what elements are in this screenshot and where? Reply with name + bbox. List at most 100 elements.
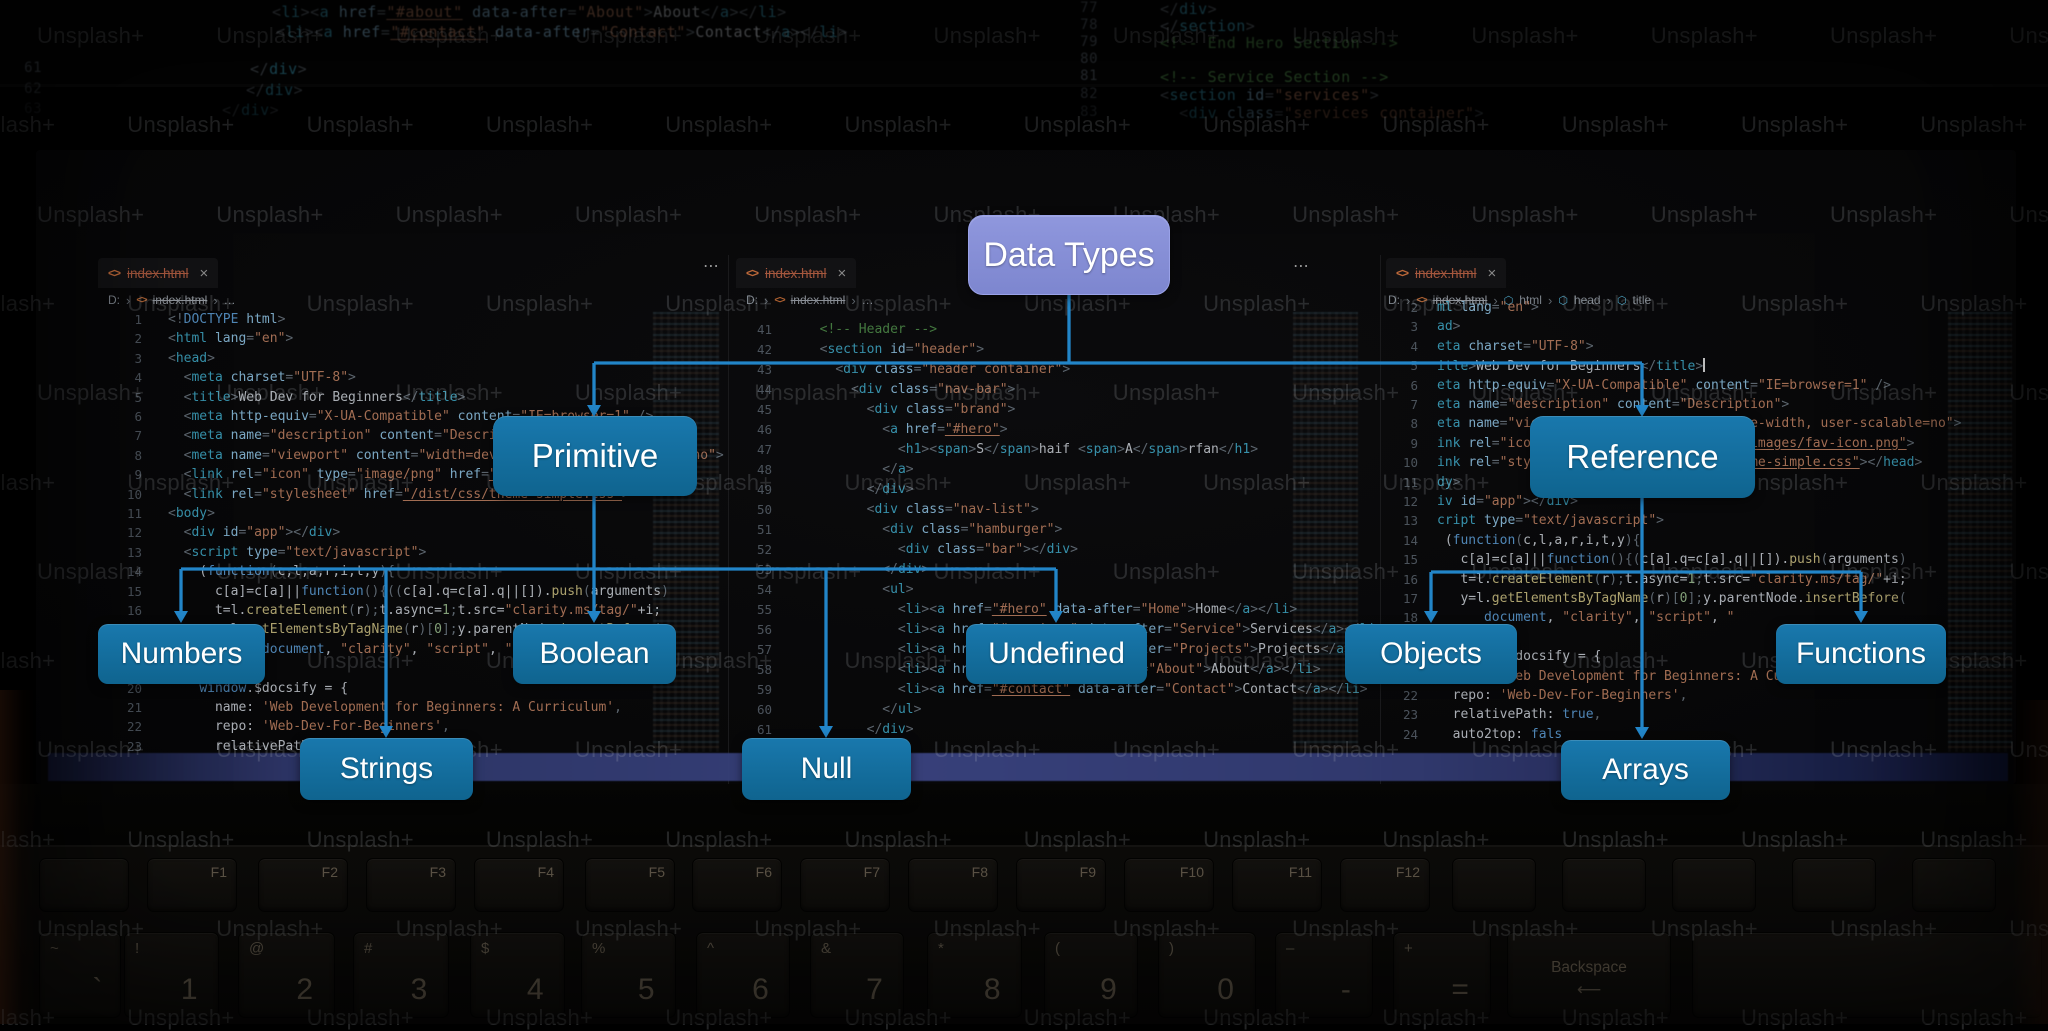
code-line: 46 <a href="#hero"> [728, 422, 1380, 442]
key-legend: F3 [429, 864, 446, 880]
code-token: "clarity" [1562, 610, 1633, 626]
code-token [223, 467, 231, 482]
close-icon[interactable]: × [837, 264, 847, 282]
code-token: = [905, 342, 914, 357]
code-token: "brand" [952, 402, 1008, 417]
code-token: About [1211, 662, 1251, 677]
line-number: 8 [1410, 416, 1418, 432]
minimap[interactable] [1948, 312, 2012, 752]
code-token: >< [921, 622, 938, 637]
key-9: (9 [1044, 932, 1138, 1018]
code-token: "script" [1648, 610, 1711, 626]
code-token [1437, 610, 1484, 625]
code-text: eta name="description" content="Descript… [1437, 397, 1789, 412]
close-icon[interactable]: × [1487, 264, 1497, 282]
code-token: "clarity.ms/tag/" [1750, 571, 1884, 587]
code-token: meta [191, 370, 223, 386]
code-token: content [1593, 416, 1649, 432]
code-token [804, 442, 898, 457]
code-token: ad [1437, 319, 1453, 335]
code-token: div [843, 362, 867, 377]
code-token [804, 462, 882, 477]
code-line: 56 <li><a href="#services" data-after="S… [728, 622, 1380, 642]
line-number: 3 [1410, 319, 1418, 335]
line-number: 63 [24, 101, 42, 117]
code-token [223, 428, 231, 443]
line-number: 53 [756, 562, 772, 577]
code-file-icon: <> [136, 294, 147, 306]
code-text: auto2top: fals [1437, 727, 1563, 742]
code-token: t=l. [1437, 571, 1492, 587]
code-text: itle>Web Dev for Beginners</title> [1437, 358, 1706, 374]
code-token: div [890, 522, 914, 537]
code-token: = [1718, 435, 1727, 451]
code-token: > [297, 60, 308, 78]
code-text: </div> [804, 562, 929, 577]
code-token: > [1656, 513, 1664, 529]
code-token: data-after [1085, 622, 1165, 637]
code-token: = [1476, 494, 1484, 509]
code-token: "#about" [991, 662, 1055, 677]
key-f7: F7 [800, 858, 890, 912]
code-token: a [719, 3, 730, 21]
line-number: 44 [756, 382, 772, 397]
tab-index-html[interactable]: <>index.html× [736, 258, 857, 288]
code-token [223, 409, 231, 424]
more-actions-icon[interactable]: ⋯ [1293, 258, 1311, 275]
code-token [804, 362, 835, 377]
code-token: < [1160, 86, 1170, 104]
code-token: )[ [1664, 591, 1680, 606]
code-token: c,l,a,r,i,t,y [277, 564, 380, 580]
code-token [804, 422, 882, 437]
code-token: function [1452, 532, 1516, 548]
code-token: html [246, 312, 278, 327]
key-legend: F1 [210, 864, 227, 880]
line-number: 16 [126, 603, 142, 618]
line-number: 55 [756, 602, 772, 617]
code-token [945, 622, 953, 637]
key-legend: @ [249, 940, 265, 957]
code-token: "services" [1274, 86, 1370, 104]
code-token: })(w, [168, 641, 262, 657]
line-number: 11 [1402, 474, 1418, 490]
code-text: <div id="app"></div> [168, 525, 341, 540]
line-number: 4 [134, 370, 142, 386]
code-token: link [191, 467, 223, 483]
code-line: 49 </div> [728, 482, 1380, 502]
code-line: 14 (function(c,l,a,r,i,t,y){ [36, 564, 728, 584]
tab-index-html[interactable]: <>index.html× [1386, 258, 1507, 288]
code-token: y=l. [1437, 591, 1492, 606]
code-token: > [905, 482, 914, 497]
code-token: "en" [1499, 300, 1531, 315]
code-text: eta http-equiv="X-UA-Compatible" content… [1437, 378, 1891, 393]
code-token: = [984, 622, 992, 637]
code-token: </ [1160, 17, 1180, 35]
code-token: < [168, 331, 176, 347]
code-token: > [1031, 442, 1039, 457]
code-token: "header" [913, 342, 977, 357]
tab-index-html[interactable]: <>index.html× [98, 258, 219, 288]
code-token [223, 448, 231, 463]
key-f8: F8 [908, 858, 998, 912]
code-token: , [355, 738, 364, 754]
code-token: a [1242, 602, 1251, 617]
code-token: c[a].q=c[a].q||[]). [402, 583, 552, 599]
code-token: arguments [590, 583, 662, 599]
code-line: 80 [0, 51, 2048, 71]
code-line: 59 <li><a href="#contact" data-after="Co… [728, 682, 1380, 702]
minimap[interactable] [1293, 312, 1358, 752]
code-token: div [1179, 0, 1208, 18]
code-token: arguments [1828, 552, 1899, 568]
code-line: 18 })(w, document, "clarity", "script", … [36, 642, 728, 662]
code-token: </ [882, 562, 898, 577]
close-icon[interactable]: × [199, 264, 209, 282]
code-token: t.async= [379, 603, 442, 618]
line-number: 78 [1080, 17, 1098, 33]
code-line: 9 <link rel="icon" type="image/png" href… [36, 467, 728, 487]
more-actions-icon[interactable]: ⋯ [703, 258, 721, 275]
code-token: >< [921, 602, 938, 617]
code-token: li [905, 662, 922, 677]
minimap[interactable] [653, 312, 719, 752]
code-token: a [323, 23, 334, 41]
code-text: y=l.getElementsByTagName(r)[0];y.parentN… [1437, 591, 1906, 606]
